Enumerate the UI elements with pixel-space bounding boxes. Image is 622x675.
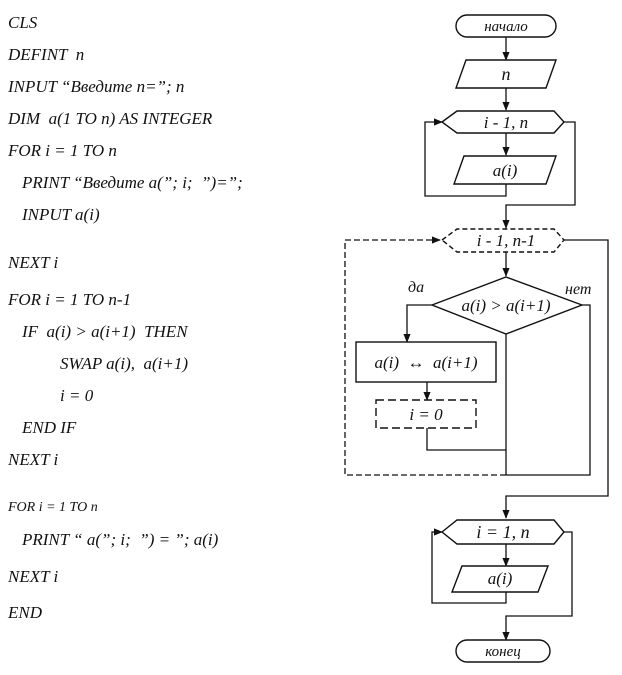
code-line-cls: CLS: [8, 13, 38, 32]
connector-no-to-join: [506, 304, 591, 476]
yes-label: да: [408, 279, 424, 296]
input-n-parallelogram: [455, 59, 557, 89]
code-line-swap: SWAP a(i), a(i+1): [60, 354, 188, 373]
condition-diamond: [430, 276, 584, 335]
loop2-label: i - 1, n-1: [477, 231, 536, 250]
code-line-reset-i: i = 0: [60, 386, 94, 405]
input-ai-parallelogram: [453, 155, 557, 185]
no-label: нет: [565, 281, 591, 298]
code-line-next-3: NEXT i: [8, 567, 59, 586]
connector-loop3-return: [431, 528, 507, 604]
basic-program-listing: CLS DEFINT n INPUT “Введите n=”; n DIM a…: [8, 13, 243, 622]
code-line-dim: DIM a(1 TO n) AS INTEGER: [8, 109, 213, 128]
condition-label: a(i) > a(i+1): [461, 296, 550, 315]
code-line-end-if: END IF: [22, 418, 77, 437]
code-line-print-output: PRINT “ a(”; i; ”) = ”; a(i): [22, 530, 219, 549]
code-line-for-2: FOR i = 1 TO n-1: [8, 290, 132, 309]
code-line-for-3: FOR i = 1 TO n: [8, 500, 98, 515]
start-terminator: [455, 14, 557, 38]
flowchart: начало n i - 1, n a(i) i - 1, n-1 a(i) >…: [344, 14, 609, 663]
code-line-next-1: NEXT i: [8, 253, 59, 272]
loop3-label: i = 1, n: [476, 522, 529, 542]
connector-reset-to-join: [426, 428, 506, 451]
loop3-hexagon: [440, 519, 565, 545]
connector-loop1-exit: [502, 121, 576, 229]
code-line-input-n: INPUT “Введите n=”; n: [8, 77, 185, 96]
loop1-label: i - 1, n: [484, 113, 528, 132]
swap-process: [355, 341, 497, 383]
code-line-for-1: FOR i = 1 TO n: [8, 141, 117, 160]
code-line-print-prompt: PRINT “Введите a(”; i; ”)=”;: [22, 173, 243, 192]
code-line-if: IF a(i) > a(i+1) THEN: [22, 322, 188, 341]
reset-label: i = 0: [409, 405, 443, 424]
reset-process: [375, 399, 477, 429]
output-ai-label: a(i): [488, 569, 513, 588]
code-line-end: END: [8, 603, 42, 622]
connector-loop3-exit: [502, 531, 573, 641]
input-ai-label: a(i): [493, 161, 518, 180]
code-line-input-ai: INPUT a(i): [22, 205, 100, 224]
end-label: конец: [485, 644, 521, 660]
loop1-hexagon: [440, 110, 565, 134]
code-line-defint: DEFINT n: [8, 45, 85, 64]
code-line-next-2: NEXT i: [8, 450, 59, 469]
loop2-hexagon: [440, 228, 565, 253]
end-terminator: [455, 639, 551, 663]
connector-loop2-exit: [502, 239, 609, 519]
connector-yes-to-swap: [403, 304, 432, 343]
input-n-label: n: [502, 64, 511, 84]
connector-loop2-return: [344, 236, 506, 476]
swap-label: a(i) ↔ a(i+1): [374, 353, 477, 372]
start-label: начало: [484, 19, 528, 35]
connector-loop1-return: [424, 118, 507, 197]
output-ai-parallelogram: [450, 565, 550, 593]
